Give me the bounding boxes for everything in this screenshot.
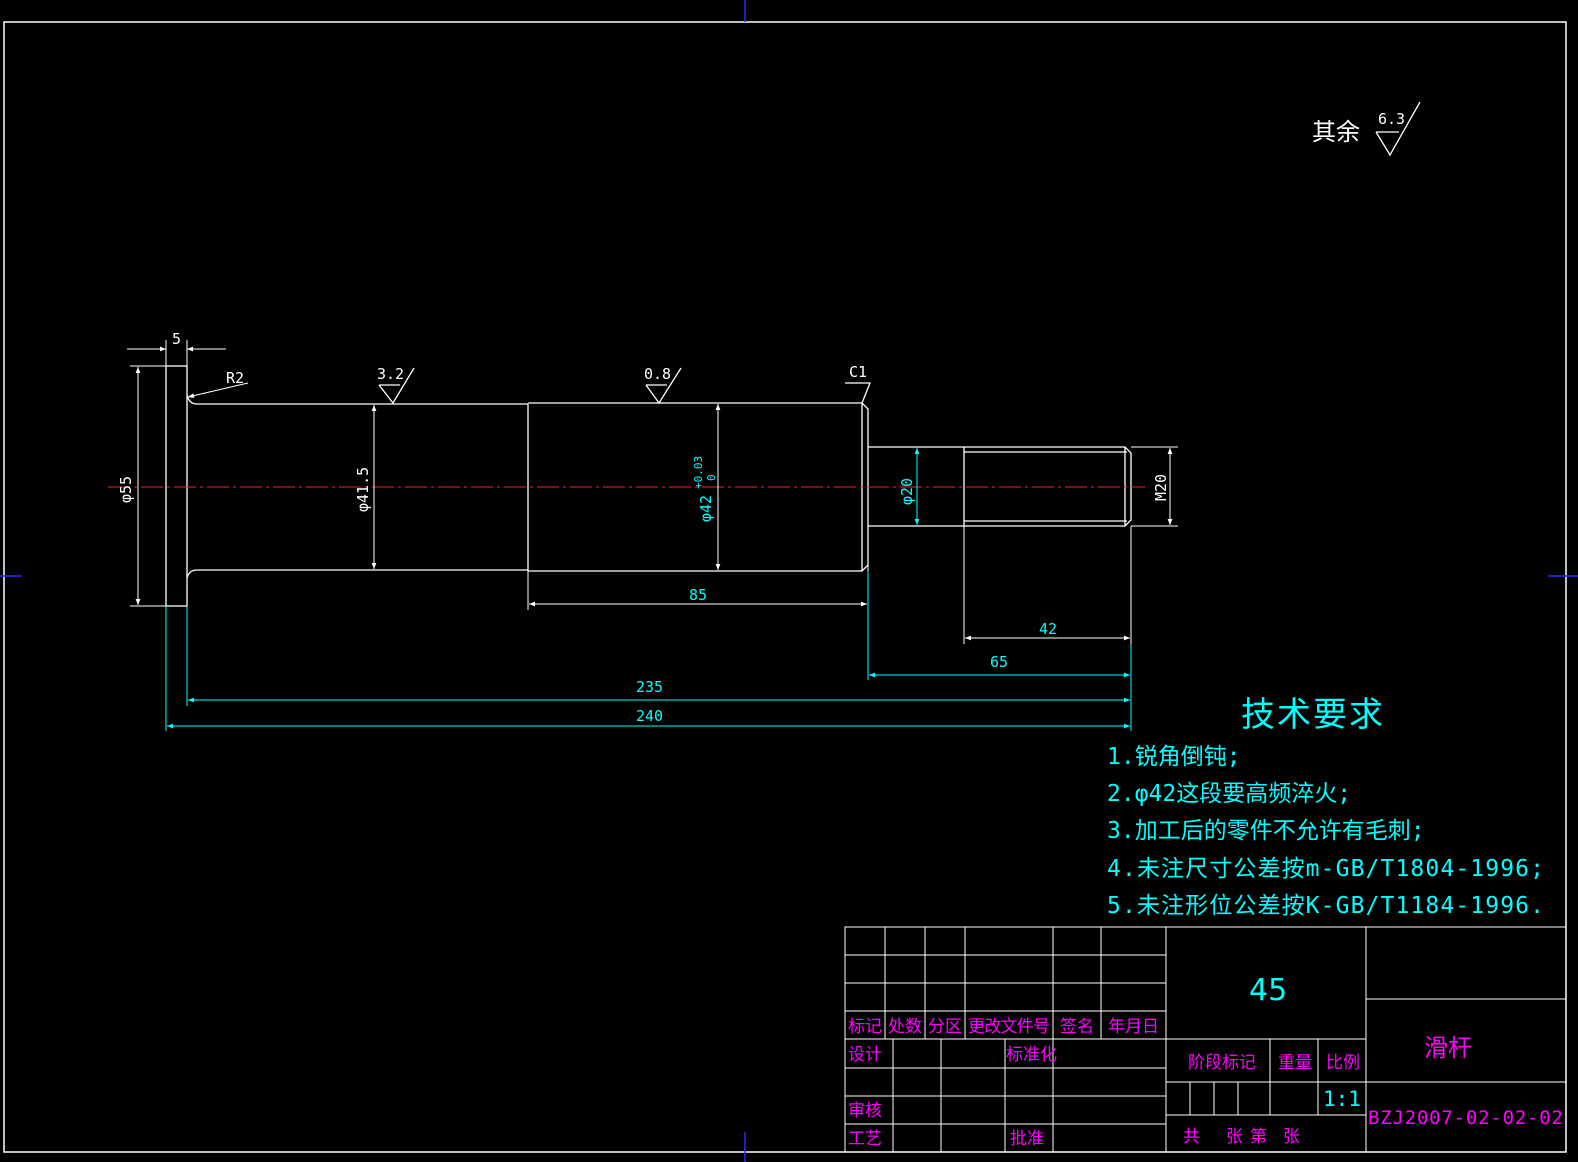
label-sheet-no: 第: [1250, 1127, 1267, 1147]
hdr-zone: 分区: [928, 1017, 962, 1037]
label-sheets-zhang: 张: [1226, 1127, 1243, 1147]
surface-finish-other-value: 6.3: [1378, 110, 1405, 128]
dim-l85-text: 85: [689, 586, 707, 604]
dim-l240-text: 240: [636, 707, 663, 725]
surface-finish-0.8-text: 0.8: [644, 365, 671, 383]
hdr-date: 年月日: [1108, 1017, 1159, 1037]
scale-value: 1:1: [1323, 1087, 1361, 1111]
label-review: 审核: [848, 1101, 882, 1121]
label-weight: 重量: [1278, 1053, 1312, 1073]
label-process: 工艺: [848, 1129, 882, 1149]
surface-finish-other-symbol: [1375, 101, 1421, 157]
dim-l42-text: 42: [1039, 620, 1057, 638]
dim-w5-text: 5: [172, 330, 181, 348]
surface-finish-3.2: [378, 367, 415, 405]
tech-item-4: 4.未注尺寸公差按m-GB/T1804-1996;: [1107, 856, 1544, 882]
drawing-frame: [3, 21, 1567, 1153]
dim-d55-text: φ55: [117, 476, 135, 503]
dim-l235-text: 235: [636, 678, 663, 696]
title-block: [844, 926, 1567, 1153]
label-scale: 比例: [1326, 1053, 1360, 1073]
tech-item-1: 1.锐角倒钝;: [1107, 744, 1241, 770]
dim-d42-text: φ42: [697, 495, 715, 522]
dim-d42-tol-lower: 0: [705, 474, 718, 481]
drawing-no-text: BZJ2007-02-02-02: [1368, 1107, 1563, 1129]
label-design: 设计: [848, 1045, 882, 1065]
chamfer-c1-leader: [845, 382, 871, 404]
tech-item-2: 2.φ42这段要高频淬火;: [1107, 781, 1351, 807]
dim-l65-text: 65: [990, 653, 1008, 671]
dim-m20-text: M20: [1152, 474, 1170, 501]
label-sheet-zhang2: 张: [1283, 1127, 1300, 1147]
tech-item-5: 5.未注形位公差按K-GB/T1184-1996.: [1107, 893, 1544, 919]
surface-finish-3.2-text: 3.2: [377, 365, 404, 383]
hdr-mark: 标记: [848, 1017, 882, 1037]
part-name-text: 滑杆: [1424, 1034, 1472, 1062]
hdr-change-doc: 更改文件号: [968, 1017, 1050, 1037]
dim-d42-tol-upper: +0.03: [692, 456, 705, 489]
dim-r2-leader: [187, 382, 249, 398]
flange-head: [165, 365, 188, 607]
shaft-part: [165, 365, 1132, 607]
label-stage-mark: 阶段标记: [1188, 1053, 1256, 1073]
dim-r2-text: R2: [226, 369, 244, 387]
surface-finish-0.8: [645, 367, 682, 405]
label-standardize: 标准化: [1006, 1045, 1057, 1065]
tech-item-3: 3.加工后的零件不允许有毛刺;: [1107, 818, 1425, 844]
dim-c1-text: C1: [849, 363, 867, 381]
tech-title: 技术要求: [1241, 695, 1385, 735]
label-sheets-total: 共: [1183, 1127, 1200, 1147]
neck-fillet-bottom: [186, 569, 528, 579]
hdr-count: 处数: [888, 1017, 922, 1037]
hdr-sign: 签名: [1060, 1017, 1094, 1037]
dim-d20-text: φ20: [898, 478, 916, 505]
label-approve: 批准: [1010, 1129, 1044, 1149]
surface-finish-other-label: 其余: [1312, 118, 1360, 146]
neck-fillet-top: [186, 394, 528, 405]
dim-d415-text: φ41.5: [354, 467, 372, 512]
material-text: 45: [1249, 973, 1287, 1008]
